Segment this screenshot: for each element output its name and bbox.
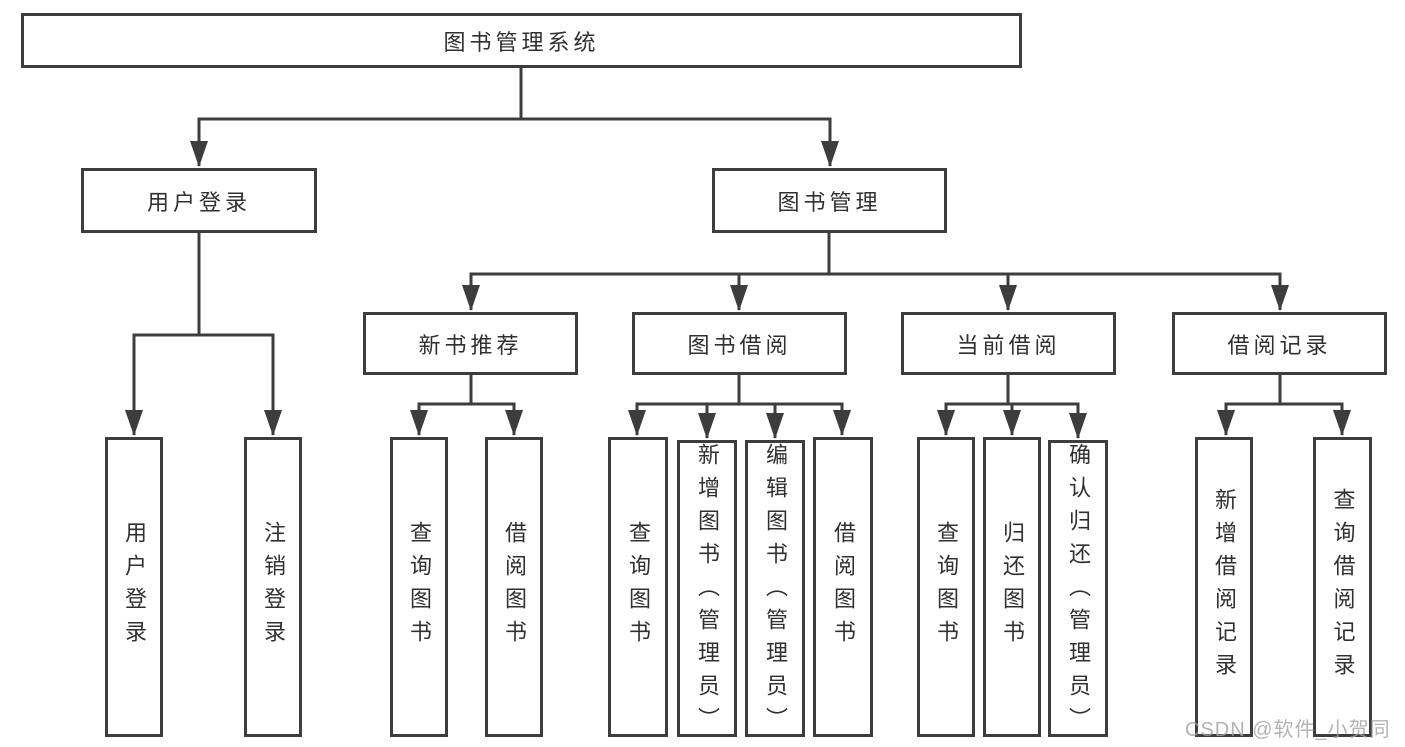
node-root-system: 图书管理系统	[21, 13, 1022, 68]
leaf-confirm-return-admin: 确认归还（管理员）	[1048, 440, 1108, 740]
leaf-edit-book-admin: 编辑图书（管理员）	[745, 440, 805, 740]
leaf-query-books-1: 查询图书	[390, 437, 448, 737]
node-book-management: 图书管理	[712, 168, 947, 233]
node-user-login: 用户登录	[81, 168, 317, 233]
leaf-logout-login: 注销登录	[244, 437, 302, 737]
leaf-query-books-2: 查询图书	[608, 437, 668, 737]
leaf-add-book-admin: 新增图书（管理员）	[677, 440, 737, 740]
leaf-return-books: 归还图书	[983, 437, 1041, 737]
leaf-borrow-books-1: 借阅图书	[485, 437, 543, 737]
leaf-borrow-books-2: 借阅图书	[813, 437, 873, 737]
node-book-borrow: 图书借阅	[632, 312, 847, 375]
node-new-book-recommend: 新书推荐	[363, 312, 578, 375]
node-current-borrow: 当前借阅	[901, 312, 1116, 375]
leaf-user-login: 用户登录	[105, 437, 163, 737]
node-borrow-records: 借阅记录	[1172, 312, 1387, 375]
leaf-query-borrow-record: 查询借阅记录	[1313, 437, 1372, 737]
leaf-query-books-3: 查询图书	[917, 437, 975, 737]
leaf-add-borrow-record: 新增借阅记录	[1195, 437, 1253, 737]
csdn-watermark: CSDN @软件_小贺同学	[1185, 719, 1391, 741]
